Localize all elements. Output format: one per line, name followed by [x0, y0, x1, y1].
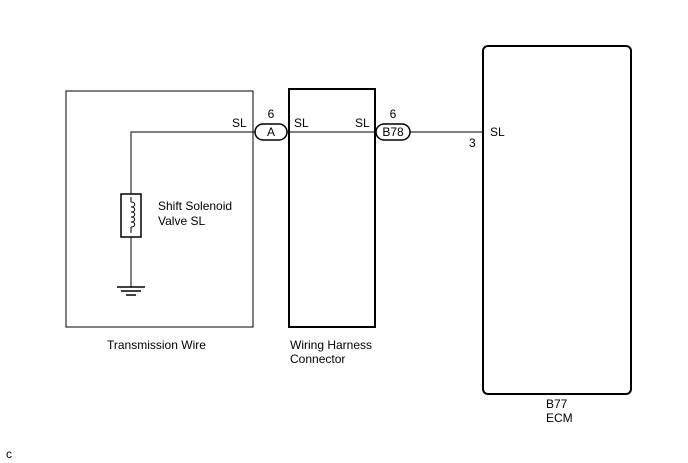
connector-a-oval — [254, 123, 288, 141]
connector-b78-pin-number: 6 — [390, 107, 397, 121]
connector-b78: B78 6 — [375, 107, 411, 141]
ecm-pin-label: SL — [490, 125, 505, 139]
solenoid-label-line2: Valve SL — [158, 214, 205, 228]
ecm-box — [482, 45, 632, 395]
harness-right-pin-label: SL — [355, 116, 370, 130]
ecm-block: SL 3 B77 ECM — [469, 45, 632, 425]
connector-b78-id: B78 — [382, 125, 404, 139]
solenoid-body — [120, 193, 142, 238]
connector-a: A 6 — [254, 107, 288, 141]
ecm-code: B77 — [546, 397, 568, 411]
wiring-harness-caption-line2: Connector — [290, 352, 345, 366]
ground-icon — [117, 286, 145, 296]
wiring-harness-block: SL SL Wiring Harness Connector — [288, 88, 376, 366]
transmission-wire-box — [65, 90, 254, 328]
wiring-harness-box — [288, 88, 376, 328]
connector-a-id: A — [267, 125, 275, 139]
harness-left-pin-label: SL — [294, 116, 309, 130]
solenoid-label-line1: Shift Solenoid — [158, 199, 232, 213]
ecm-pin-number: 3 — [469, 136, 476, 150]
solenoid-wire — [130, 131, 253, 194]
transmission-wire-pin-label: SL — [232, 116, 247, 130]
transmission-wire-caption: Transmission Wire — [107, 338, 206, 352]
coil-icon — [130, 201, 136, 228]
connector-b78-oval — [375, 123, 411, 141]
wiring-harness-caption-line1: Wiring Harness — [290, 338, 372, 352]
connector-a-pin-number: 6 — [268, 107, 275, 121]
footer-mark: c — [6, 447, 12, 461]
shift-solenoid-valve-symbol — [120, 193, 142, 238]
ecm-name: ECM — [546, 411, 573, 425]
transmission-wire-block: SL Transmission Wire Shift Solenoid Valv… — [65, 90, 254, 352]
